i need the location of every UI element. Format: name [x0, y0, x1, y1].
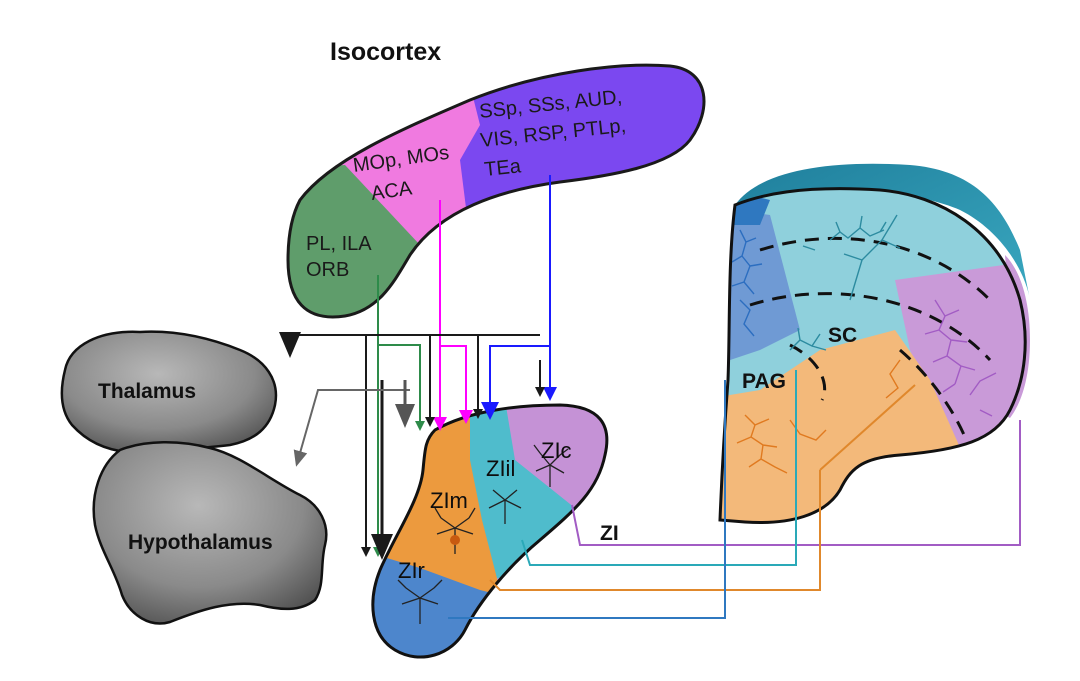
blue-projection-2 [481, 345, 550, 420]
zil-label: ZIil [486, 456, 515, 481]
sc-layer-boundary-2 [749, 292, 992, 362]
hypothalamus-shape [92, 441, 328, 625]
zi-to-midbrain-projections [448, 370, 1021, 619]
isocortex-outline [286, 63, 706, 319]
hypothalamus-label: Hypothalamus [128, 531, 273, 554]
zi-label: ZI [600, 522, 619, 545]
zim-soma [450, 535, 460, 545]
prefrontal-label-line2: ORB [306, 259, 349, 281]
orange-projection-1 [489, 470, 821, 591]
pag-orange [720, 330, 970, 523]
thalamus-label: Thalamus [98, 380, 196, 403]
cortex-projections [279, 175, 557, 560]
sc-neuron-sketches [731, 214, 997, 474]
midbrain-outline [718, 187, 1027, 524]
zir-label: ZIr [398, 558, 425, 583]
orange-projection-2 [819, 384, 916, 471]
thalamus-hypothalamus-model [60, 330, 328, 625]
pag-boundary [789, 343, 827, 401]
prefrontal-label-line1: PL, ILA [306, 233, 372, 255]
isocortex-title: Isocortex [330, 38, 441, 66]
magenta-projection-2 [440, 345, 473, 424]
gray-bus [293, 389, 410, 467]
green-projection-2 [378, 344, 425, 431]
purple-projection [571, 420, 1021, 546]
zi-neuron-sketches [397, 444, 569, 624]
zona-incerta [372, 405, 607, 658]
sc-label: SC [828, 324, 857, 347]
blue-zir-projection [448, 380, 726, 619]
zic-label: ZIc [541, 438, 572, 463]
black-bus-to-thalamus [279, 332, 540, 358]
sensory-label-line3: TEa [483, 155, 523, 181]
pag-label: PAG [742, 370, 786, 393]
midbrain-top-cap [735, 163, 1030, 300]
sc-layer-boundary-1 [759, 236, 992, 302]
zim-label: ZIm [430, 488, 468, 513]
teal-projection [521, 370, 797, 566]
prefrontal-region [288, 165, 420, 317]
midbrain [720, 188, 1026, 523]
thalamus-shape [60, 330, 278, 454]
